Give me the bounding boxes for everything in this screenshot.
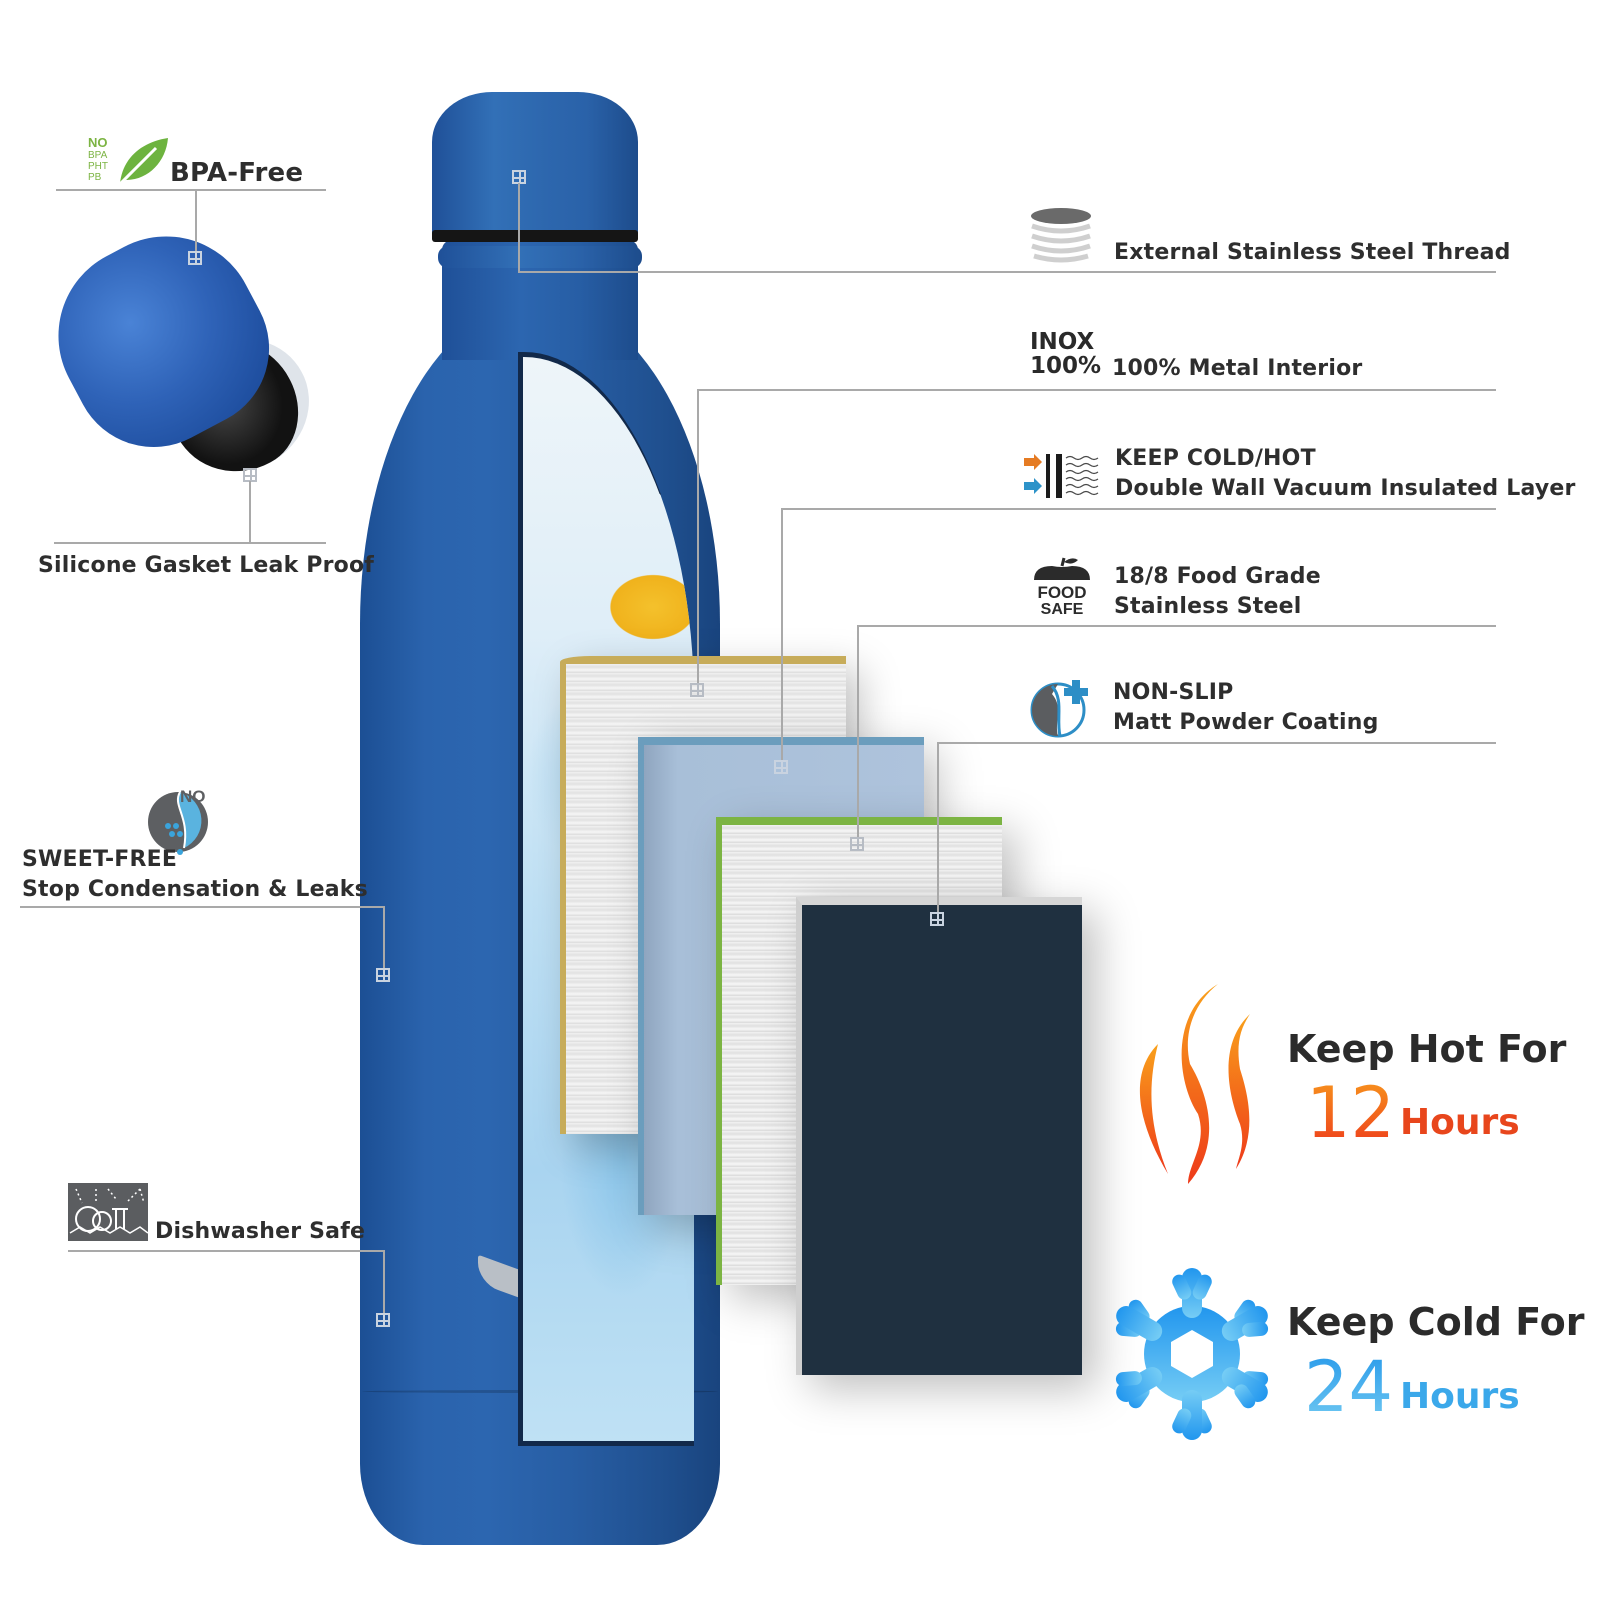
keep-cold-hot-title: KEEP COLD/HOT bbox=[1115, 446, 1316, 471]
inox-leader-line bbox=[697, 389, 1496, 391]
sweat-marker bbox=[376, 968, 390, 982]
dishwasher-marker bbox=[376, 1313, 390, 1327]
svg-text:FOOD: FOOD bbox=[1037, 583, 1086, 602]
thread-leader-line bbox=[518, 271, 1496, 273]
gasket-leader-vertical bbox=[249, 481, 251, 543]
bpa-marker bbox=[188, 251, 202, 265]
sweat-leader-vertical bbox=[383, 906, 385, 968]
snowflake-icon bbox=[1106, 1268, 1278, 1440]
thread-marker bbox=[512, 170, 526, 184]
layer-powder-coating bbox=[796, 897, 1082, 1375]
dishwasher-leader-vertical bbox=[383, 1250, 385, 1313]
keep-cold-unit: Hours bbox=[1400, 1376, 1520, 1417]
bpa-free-label: BPA-Free bbox=[170, 158, 304, 188]
sweat-free-title: SWEET-FREE bbox=[22, 847, 178, 872]
dishwasher-icon bbox=[68, 1183, 148, 1241]
metal-interior-label: 100% Metal Interior bbox=[1112, 356, 1363, 381]
bpa-leader-line bbox=[56, 189, 326, 191]
thread-label: External Stainless Steel Thread bbox=[1114, 240, 1511, 265]
cap-thread-gap bbox=[432, 230, 638, 242]
keep-cold-title: Keep Cold For bbox=[1287, 1300, 1585, 1344]
non-slip-label: Matt Powder Coating bbox=[1113, 710, 1379, 735]
dishwasher-leader-line bbox=[68, 1250, 384, 1252]
svg-text:PB: PB bbox=[88, 172, 102, 183]
flame-icon bbox=[1139, 984, 1250, 1184]
no-condensation-icon: NO bbox=[148, 787, 208, 855]
thread-leader-vertical bbox=[518, 183, 520, 272]
non-slip-icon bbox=[1030, 680, 1088, 738]
food-safe-icon: FOOD SAFE bbox=[1034, 557, 1090, 616]
no-bpa-leaf-icon: NO BPA PHT PB bbox=[88, 135, 168, 186]
inox-leader-vertical bbox=[697, 389, 699, 683]
dishwasher-label: Dishwasher Safe bbox=[155, 1219, 366, 1244]
gasket-leader-line bbox=[54, 542, 326, 544]
keep-hot-title: Keep Hot For bbox=[1287, 1027, 1567, 1071]
svg-text:NO: NO bbox=[180, 787, 206, 806]
gasket-label: Silicone Gasket Leak Proof bbox=[38, 553, 375, 578]
vacuum-label: Double Wall Vacuum Insulated Layer bbox=[1115, 476, 1576, 501]
vacuum-leader-vertical bbox=[781, 508, 783, 760]
inox-100-icon: INOX 100% bbox=[1030, 330, 1101, 378]
food-grade-label: Stainless Steel bbox=[1114, 594, 1302, 619]
nonslip-leader-vertical bbox=[937, 742, 939, 912]
non-slip-title: NON-SLIP bbox=[1113, 680, 1234, 705]
keep-hot-unit: Hours bbox=[1400, 1102, 1520, 1143]
svg-text:NO: NO bbox=[88, 135, 108, 150]
keep-hot-value: 12 bbox=[1306, 1072, 1396, 1154]
sweat-leader-line bbox=[20, 906, 384, 908]
keep-cold-value: 24 bbox=[1304, 1346, 1394, 1428]
vacuum-marker bbox=[774, 760, 788, 774]
nonslip-leader-line bbox=[937, 742, 1496, 744]
svg-text:BPA: BPA bbox=[88, 150, 108, 161]
sweat-free-label: Stop Condensation & Leaks bbox=[22, 877, 368, 902]
bottle-cap bbox=[432, 92, 638, 238]
food-grade-title: 18/8 Food Grade bbox=[1114, 564, 1321, 589]
inox-percent: 100% bbox=[1030, 353, 1102, 379]
svg-text:SAFE: SAFE bbox=[1041, 601, 1084, 616]
vacuum-layer-icon bbox=[1024, 454, 1099, 498]
food-leader-line bbox=[857, 625, 1496, 627]
inox-text: INOX bbox=[1030, 329, 1095, 355]
thread-icon bbox=[1031, 208, 1091, 263]
food-marker bbox=[850, 837, 864, 851]
inox-marker bbox=[690, 683, 704, 697]
bottle-neck-ring bbox=[438, 246, 642, 268]
gasket-marker bbox=[243, 468, 257, 482]
bpa-leader-vertical bbox=[195, 189, 197, 257]
vacuum-leader-line bbox=[781, 508, 1496, 510]
svg-text:PHT: PHT bbox=[88, 161, 108, 172]
nonslip-marker bbox=[930, 912, 944, 926]
food-leader-vertical bbox=[857, 625, 859, 837]
